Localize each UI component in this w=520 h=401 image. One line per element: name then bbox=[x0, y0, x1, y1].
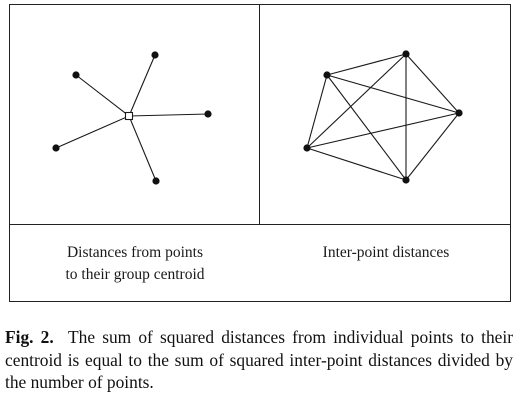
right-panel-caption: Inter-point distances bbox=[322, 244, 450, 261]
inter-point-edge bbox=[405, 112, 460, 181]
centroid-edge bbox=[128, 54, 156, 117]
centroid-marker bbox=[124, 111, 134, 121]
data-point bbox=[303, 144, 311, 152]
left-panel-caption: Distances from points to their group cen… bbox=[10, 242, 260, 286]
data-point bbox=[52, 144, 60, 152]
inter-point-edge bbox=[326, 74, 407, 181]
data-point bbox=[455, 109, 463, 117]
inter-point-edge bbox=[306, 53, 407, 149]
data-point bbox=[402, 176, 410, 184]
data-point bbox=[151, 51, 159, 59]
centroid-edge bbox=[128, 113, 209, 117]
inter-point-diagram bbox=[306, 53, 460, 181]
left-panel-caption-line: to their group centroid bbox=[65, 266, 205, 283]
inter-point-edge bbox=[306, 112, 460, 149]
data-point bbox=[402, 50, 410, 58]
inter-point-edge bbox=[405, 53, 460, 114]
figure-caption: Fig. 2. The sum of squared distances fro… bbox=[5, 326, 513, 394]
inter-point-edge bbox=[326, 74, 460, 114]
inter-point-edge bbox=[306, 74, 328, 149]
data-point bbox=[323, 71, 331, 79]
inter-point-edge bbox=[326, 53, 407, 76]
left-panel-caption-line: Distances from points bbox=[66, 244, 204, 261]
left-points bbox=[52, 51, 212, 185]
right-points bbox=[303, 50, 463, 184]
figure-label: Fig. 2. bbox=[5, 327, 54, 347]
data-point bbox=[152, 177, 160, 185]
data-point bbox=[204, 110, 212, 118]
data-point bbox=[72, 71, 80, 79]
centroid-edge bbox=[75, 74, 130, 117]
figure-diagram bbox=[9, 4, 511, 302]
centroid-star-diagram bbox=[55, 54, 209, 182]
figure-caption-text: The sum of squared distances from indivi… bbox=[5, 327, 513, 392]
centroid-edge bbox=[55, 115, 130, 149]
inter-point-edge bbox=[306, 147, 407, 181]
centroid-edge bbox=[128, 115, 157, 182]
